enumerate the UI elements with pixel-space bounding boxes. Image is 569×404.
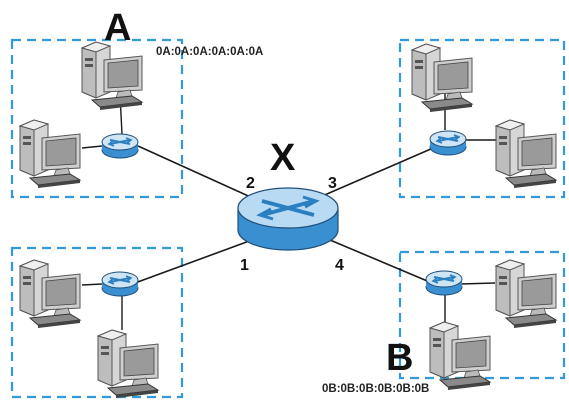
host-b-label: B xyxy=(386,337,413,379)
segment-box-bottom-left xyxy=(10,246,184,399)
link xyxy=(459,282,496,285)
link xyxy=(81,145,103,149)
link-port-3 xyxy=(319,144,441,198)
mac-address-a: 0A:0A:0A:0A:0A:0A xyxy=(156,46,263,58)
port-label-4: 4 xyxy=(335,257,344,274)
network-switch-icon xyxy=(429,130,467,156)
desktop-computer-icon xyxy=(495,259,557,329)
desktop-computer-icon xyxy=(19,119,81,189)
desktop-computer-icon xyxy=(19,259,81,329)
network-switch-icon xyxy=(101,133,139,159)
link-port-1 xyxy=(134,239,253,284)
port-label-2: 2 xyxy=(246,175,255,192)
desktop-computer-icon xyxy=(81,41,143,111)
host-a-label: A xyxy=(104,7,131,49)
network-switch-icon xyxy=(101,271,139,297)
segment-box-top-right xyxy=(398,38,566,199)
segment-box-top-left xyxy=(10,38,184,199)
core-switch-label: X xyxy=(270,137,296,179)
desktop-computer-icon xyxy=(495,119,557,189)
segment-box-bottom-right xyxy=(398,250,566,380)
network-switch-icon xyxy=(425,270,463,296)
mac-address-b: 0B:0B:0B:0B:0B:0B xyxy=(322,383,429,395)
desktop-computer-icon xyxy=(97,329,159,399)
link xyxy=(81,283,103,286)
desktop-computer-icon xyxy=(429,321,491,391)
port-label-1: 1 xyxy=(240,257,249,274)
core-switch-icon xyxy=(237,187,339,251)
link-port-2 xyxy=(137,145,256,200)
port-label-3: 3 xyxy=(328,175,337,192)
desktop-computer-icon xyxy=(411,43,473,113)
link-port-4 xyxy=(329,239,433,284)
